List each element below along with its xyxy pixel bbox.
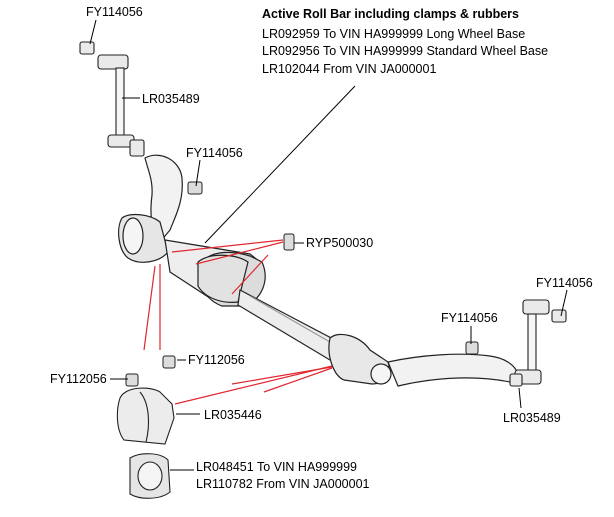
callout-clamp[interactable]: LR035446 [204,408,262,422]
heading-line-2: LR092956 To VIN HA999999 Standard Wheel … [262,44,549,58]
callout-nut-upper-mid[interactable]: FY114056 [186,146,243,160]
callout-link-left[interactable]: LR035489 [142,92,200,106]
callout-bush-line-2[interactable]: LR110782 From VIN JA000001 [196,477,370,491]
red-leaders [143,239,333,405]
right-drop-link[interactable] [509,299,567,387]
callout-nut-right-mid[interactable]: FY114056 [441,311,498,325]
heading-line-1: LR092959 To VIN HA999999 Long Wheel Base [262,27,526,41]
callout-bush-line-1[interactable]: LR048451 To VIN HA999999 [196,460,357,474]
left-drop-link[interactable] [79,41,145,157]
callout-nut-right-top[interactable]: FY114056 [536,276,593,290]
callout-bolt-clamp[interactable]: RYP500030 [306,236,374,250]
diagram-title: Active Roll Bar including clamps & rubbe… [262,7,520,21]
callout-nut-clamp-a[interactable]: FY112056 [188,353,245,367]
heading-line-3: LR102044 From VIN JA000001 [262,62,437,76]
bush-part[interactable] [129,453,171,499]
roll-bar[interactable] [118,154,519,387]
black-leaders [89,19,568,471]
nuts [125,181,479,387]
clamp-part[interactable] [116,387,175,445]
callout-nut-clamp-b[interactable]: FY112056 [50,372,107,386]
callout-nut-top-left[interactable]: FY114056 [86,5,143,19]
callout-link-right[interactable]: LR035489 [503,411,561,425]
